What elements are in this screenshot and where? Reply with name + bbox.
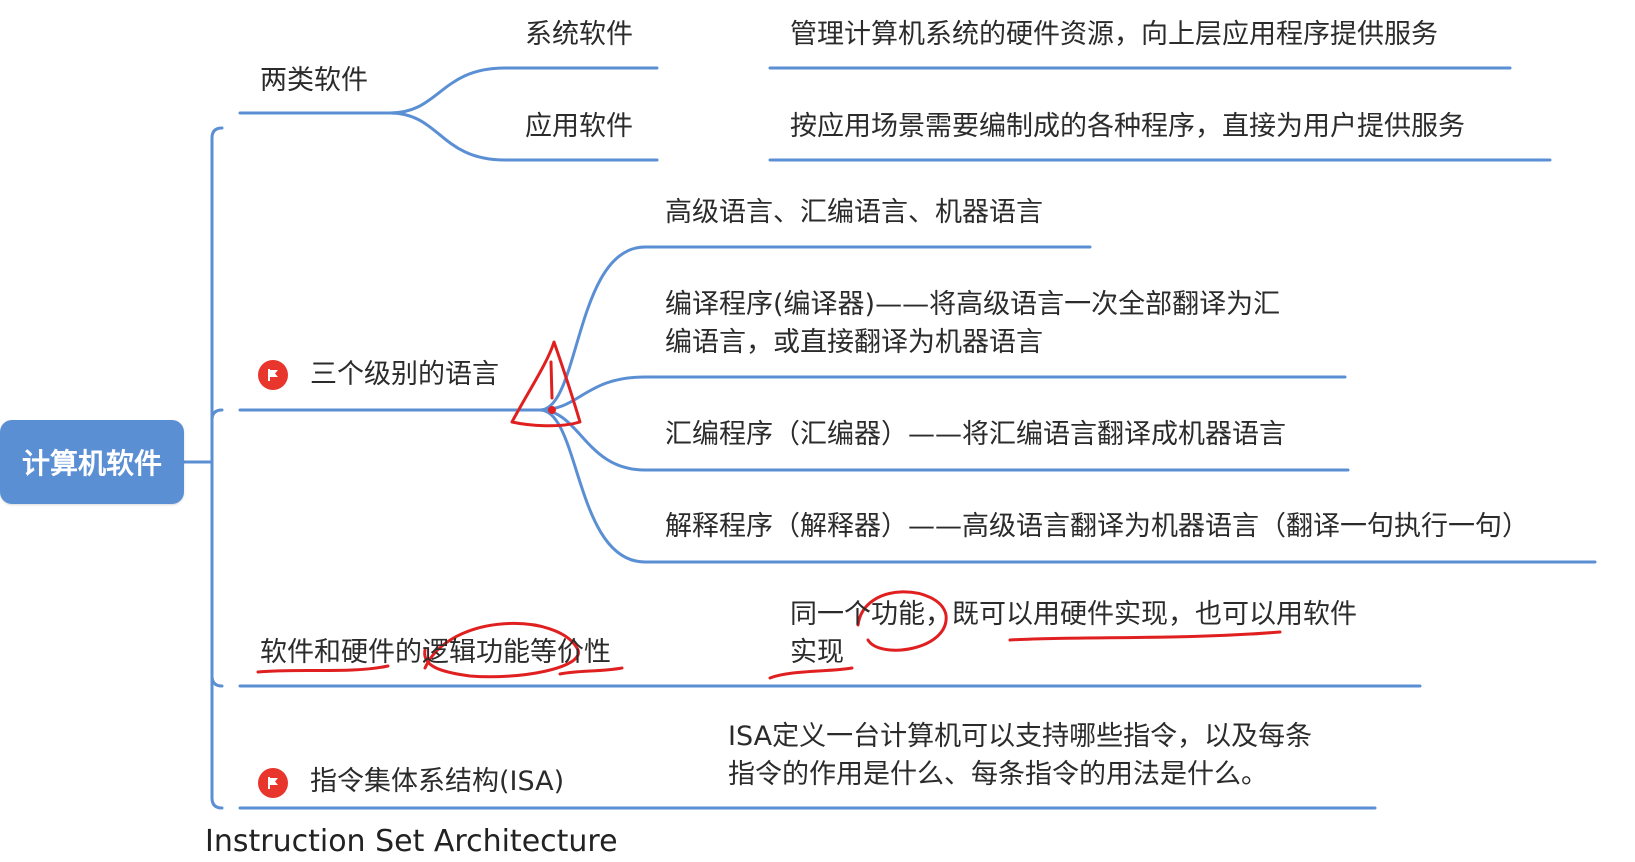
detail-compiler: 编译程序(编译器)——将高级语言一次全部翻译为汇 编语言，或直接翻译为机器语言 [665,286,1280,362]
underline-ink-software-hardware [256,664,390,674]
footer-caption: Instruction Set Architecture [205,824,618,859]
circle-ink-function [856,590,948,652]
fork-branch-2-a [538,245,647,412]
detail-language-levels: 高级语言、汇编语言、机器语言 [665,194,1043,232]
detail-text: 解释程序（解释器）——高级语言翻译为机器语言（翻译一句执行一句） [665,511,1529,542]
detail-isa: ISA定义一台计算机可以支持哪些指令，以及每条 指令的作用是什么、每条指令的用法… [728,718,1312,794]
branch-three-levels-of-language[interactable]: 三个级别的语言 [310,356,499,394]
detail-text: 按应用场景需要编制成的各种程序，直接为用户提供服务 [790,111,1465,142]
detail-logic-equivalence: 同一个功能，既可以用硬件实现，也可以用软件 实现 [790,596,1357,672]
warning-triangle-mark [510,340,582,428]
trunk-to-branch-3 [210,674,224,688]
detail-line: 编语言，或直接翻译为机器语言 [665,327,1043,358]
detail-text: 高级语言、汇编语言、机器语言 [665,197,1043,228]
node-label: 系统软件 [525,19,633,50]
fork-branch-2-b [538,375,647,412]
node-label: 应用软件 [525,111,633,142]
branch-label: 软件和硬件的逻辑功能等价性 [260,637,611,668]
underline-ink-hw-sw [1008,630,1282,642]
red-flag-icon [258,768,288,798]
fork-branch-1-up [388,66,507,115]
fork-branch-1-down [388,111,507,162]
trunk-to-branch-2 [210,408,224,422]
underline-ink-equivalence [558,666,624,676]
trunk-spine [210,126,224,810]
branch-logic-equivalence[interactable]: 软件和硬件的逻辑功能等价性 [260,634,611,672]
node-application-software[interactable]: 应用软件 [525,108,633,146]
warning-exclamation-stroke [549,360,554,400]
detail-line: 实现 [790,637,844,668]
root-node[interactable]: 计算机软件 [0,420,184,504]
branch-two-kinds-of-software[interactable]: 两类软件 [260,62,368,100]
branch-label: 指令集体系结构(ISA) [310,766,565,797]
flag-glyph [268,777,278,789]
red-flag-icon [258,360,288,390]
underline-ink-implement [768,666,854,680]
branch-label: 三个级别的语言 [310,359,499,390]
detail-assembler: 汇编程序（汇编器）——将汇编语言翻译成机器语言 [665,416,1286,454]
detail-line: 同一个功能，既可以用硬件实现，也可以用软件 [790,599,1357,630]
fork-branch-2-d [538,408,647,564]
detail-line: ISA定义一台计算机可以支持哪些指令，以及每条 [728,721,1313,752]
detail-line: 编译程序(编译器)——将高级语言一次全部翻译为汇 [665,289,1281,320]
warning-exclamation-dot [548,406,556,414]
node-system-software[interactable]: 系统软件 [525,16,633,54]
branch-label: 两类软件 [260,65,368,96]
branch-isa[interactable]: 指令集体系结构(ISA) [310,763,564,801]
detail-text: 汇编程序（汇编器）——将汇编语言翻译成机器语言 [665,419,1286,450]
handwritten-annotations [256,340,1282,680]
flag-glyph [268,369,278,381]
detail-line: 指令的作用是什么、每条指令的用法是什么。 [728,759,1268,790]
detail-application-software: 按应用场景需要编制成的各种程序，直接为用户提供服务 [790,108,1465,146]
detail-interpreter: 解释程序（解释器）——高级语言翻译为机器语言（翻译一句执行一句） [665,508,1529,546]
detail-system-software: 管理计算机系统的硬件资源，向上层应用程序提供服务 [790,16,1438,54]
circle-ink-logic-function [423,621,580,679]
root-label: 计算机软件 [21,447,162,480]
detail-text: 管理计算机系统的硬件资源，向上层应用程序提供服务 [790,19,1438,50]
